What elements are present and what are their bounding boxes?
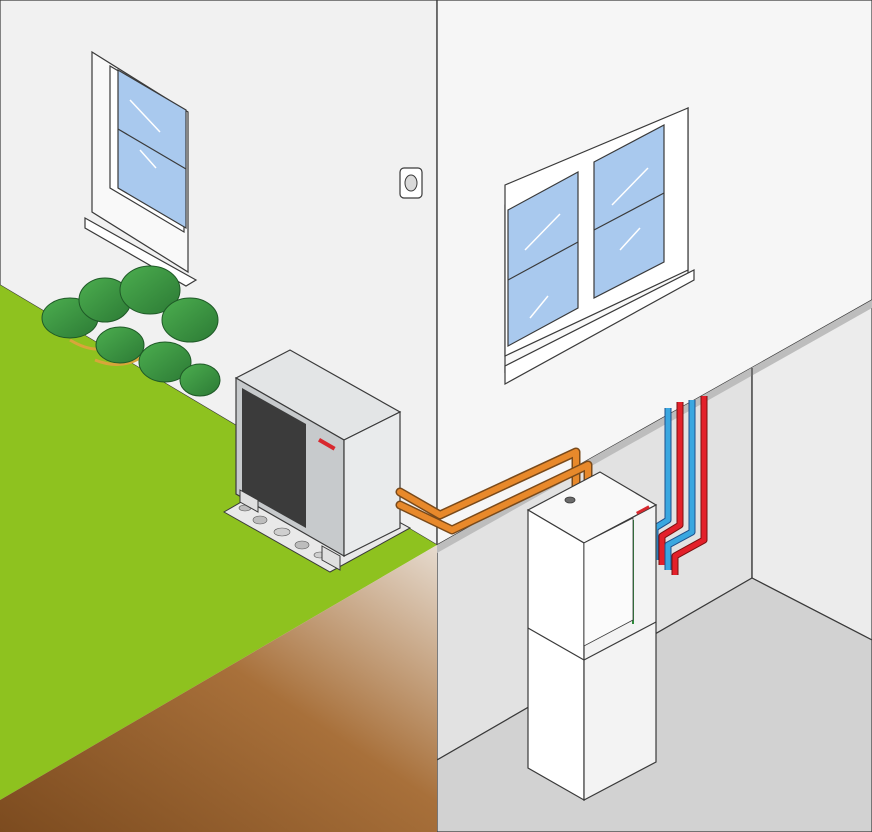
wall-vent: [399, 167, 423, 199]
outdoor-unit-foot-left: [239, 489, 259, 513]
heating-pipes: [651, 396, 708, 575]
tower-brand-label: [636, 505, 650, 515]
window-left: [84, 50, 198, 287]
window-right-sill: [504, 269, 695, 386]
outdoor-unit-brand-label: [317, 437, 336, 451]
soil-section: [0, 545, 437, 832]
tower-flap: [583, 517, 634, 647]
outdoor-unit-side: [343, 411, 401, 557]
outdoor-unit-grille: [242, 388, 306, 528]
indoor-hydraulic-tower: [526, 471, 658, 802]
window-right: [504, 107, 695, 386]
outdoor-unit-foot-right: [321, 545, 341, 571]
shrub: [41, 265, 221, 397]
window-right-glass-left: [507, 170, 579, 348]
outdoor-heat-pump-unit: [234, 349, 402, 571]
tower-connection: [564, 496, 576, 504]
window-left-sill: [84, 216, 198, 287]
grass-ground: [0, 285, 437, 800]
